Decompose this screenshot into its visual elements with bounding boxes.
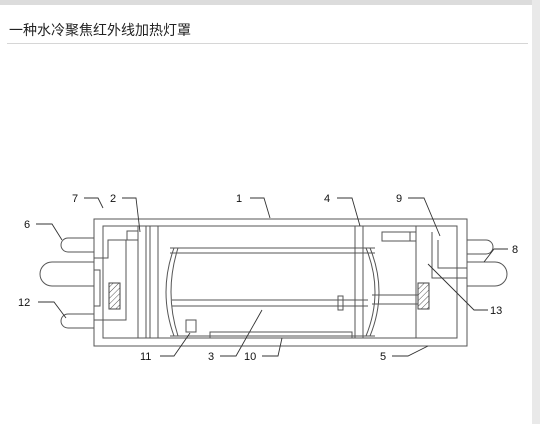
right-connector (381, 231, 417, 242)
lamp-tube (165, 247, 380, 337)
left-connector (126, 230, 139, 241)
right-water-pipes (431, 232, 508, 287)
leader-lines (36, 197, 508, 357)
title-divider (7, 43, 528, 44)
page-title: 一种水冷聚焦红外线加热灯罩 (9, 23, 191, 39)
inner-cavity (102, 225, 458, 339)
left-water-pipes (39, 237, 127, 329)
callout-13: 13 (490, 305, 502, 317)
left-plate (137, 225, 147, 339)
callout-8: 8 (512, 244, 518, 256)
top-bar (0, 0, 540, 5)
callout-3: 3 (208, 351, 214, 363)
small-connector (185, 319, 197, 333)
callout-6: 6 (24, 219, 30, 231)
callout-5: 5 (380, 351, 386, 363)
left-seal-block (108, 282, 121, 310)
base-plate (209, 331, 353, 339)
scrollbar[interactable] (532, 0, 540, 424)
right-plate (354, 225, 364, 339)
callout-9: 9 (396, 193, 402, 205)
right-connector-cap (409, 231, 417, 242)
callout-12: 12 (18, 297, 30, 309)
callout-11: 11 (140, 351, 151, 363)
callout-4: 4 (324, 193, 330, 205)
callout-10: 10 (244, 351, 256, 363)
callout-7: 7 (72, 193, 78, 205)
right-seal-block (417, 282, 430, 310)
callout-2: 2 (110, 193, 116, 205)
callout-1: 1 (236, 193, 242, 205)
